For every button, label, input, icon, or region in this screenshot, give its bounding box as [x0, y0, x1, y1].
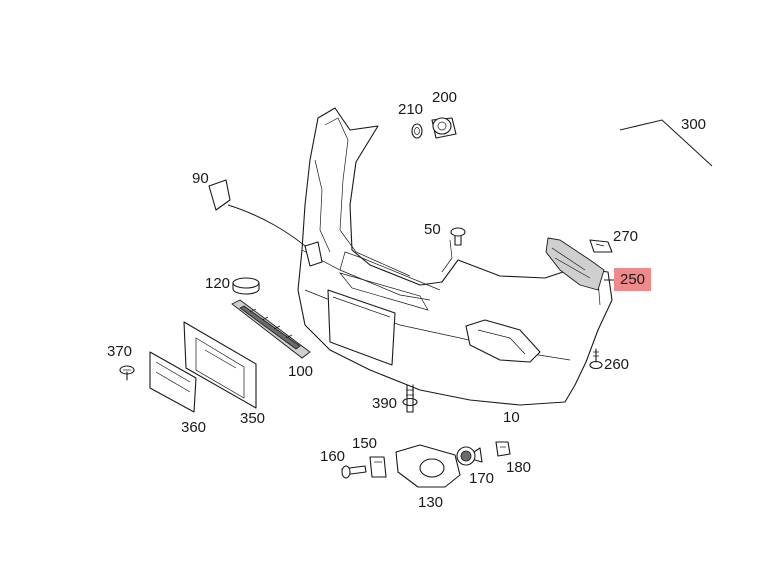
- label-120: 120: [205, 275, 231, 292]
- part-300-leader: [619, 119, 713, 167]
- part-390-bolt[interactable]: [402, 384, 418, 413]
- label-390: 390: [372, 395, 398, 412]
- part-150-nut-clip[interactable]: [369, 456, 387, 478]
- label-350: 350: [240, 410, 266, 427]
- label-100: 100: [288, 363, 314, 380]
- part-350-license-plate-bracket[interactable]: [183, 321, 257, 409]
- part-260-screw[interactable]: [589, 348, 603, 370]
- label-250-highlighted[interactable]: 250: [614, 268, 652, 291]
- label-90: 90: [192, 170, 209, 187]
- part-200-sensor-holder[interactable]: [431, 117, 457, 139]
- label-50: 50: [424, 221, 441, 238]
- part-130-fog-light-trim[interactable]: [395, 444, 461, 488]
- part-160-bolt[interactable]: [341, 465, 367, 479]
- part-170-fog-lamp[interactable]: [456, 446, 483, 466]
- part-270-clip[interactable]: [589, 239, 613, 253]
- label-10: 10: [503, 409, 520, 426]
- part-10-plate-panel: [327, 289, 396, 366]
- label-360: 360: [181, 419, 207, 436]
- part-120-plug[interactable]: [232, 277, 260, 295]
- label-270: 270: [613, 228, 639, 245]
- label-160: 160: [320, 448, 346, 465]
- part-210-grommet[interactable]: [411, 123, 423, 139]
- label-260: 260: [604, 356, 630, 373]
- part-180-bulb-holder[interactable]: [495, 441, 511, 457]
- part-250-bumper-bracket[interactable]: [545, 237, 614, 291]
- label-150: 150: [352, 435, 378, 452]
- part-370-screw[interactable]: [119, 365, 135, 381]
- part-50-clip[interactable]: [450, 227, 466, 246]
- label-300: 300: [681, 116, 707, 133]
- label-210: 210: [398, 101, 424, 118]
- part-360-license-plate[interactable]: [149, 351, 197, 413]
- label-370: 370: [107, 343, 133, 360]
- part-100-grille-insert[interactable]: [231, 299, 311, 359]
- label-170: 170: [469, 470, 495, 487]
- label-200: 200: [432, 89, 458, 106]
- label-180: 180: [506, 459, 532, 476]
- label-130: 130: [418, 494, 444, 511]
- part-90-tow-hook-cover[interactable]: [208, 179, 323, 267]
